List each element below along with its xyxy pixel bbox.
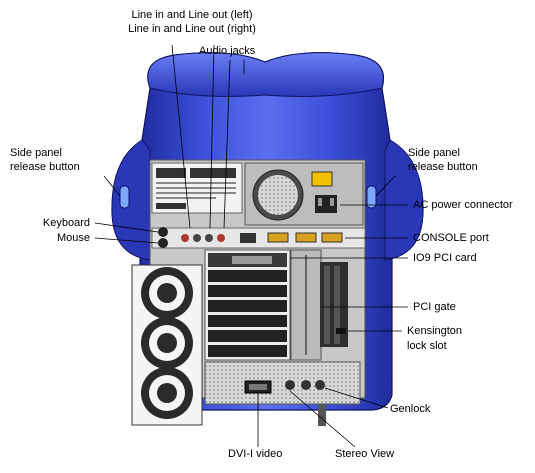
- genlock-connector-2: [315, 380, 325, 390]
- label-io9-card: IO9 PCI card: [413, 252, 477, 264]
- bottom-vent-plate: [204, 361, 361, 405]
- fan-3: [141, 367, 193, 419]
- label-side-panel-left-line1: Side panel: [10, 147, 62, 159]
- left-side-ear: [111, 139, 151, 261]
- audio-jack-3: [205, 234, 213, 242]
- foot: [318, 404, 326, 426]
- fan-2: [141, 317, 193, 369]
- label-ac-power: AC power connector: [413, 199, 513, 211]
- right-release-button: [366, 185, 377, 209]
- label-mouse: Mouse: [56, 232, 90, 244]
- label-kensington-line1: Kensington: [407, 325, 463, 337]
- console-port-connector: [267, 232, 289, 243]
- label-kensington-line2: lock slot: [407, 340, 447, 352]
- label-audio-jacks: Audio jacks: [199, 45, 256, 57]
- label-keyboard: Keyboard: [42, 217, 90, 229]
- label-console-port: CONSOLE port: [413, 232, 489, 244]
- chassis-top: [147, 52, 384, 97]
- audio-jack-1: [181, 234, 189, 242]
- label-side-panel-right-line1: Side panel: [408, 147, 460, 159]
- audio-jack-2: [193, 234, 201, 242]
- label-line-io-right: Line in and Line out (right): [128, 23, 256, 35]
- stereo-view-connector: [285, 380, 295, 390]
- leader-lines: [94, 44, 408, 448]
- label-dvi-video: DVI-I video: [228, 448, 283, 460]
- left-release-button: [119, 185, 130, 209]
- label-stereo-view: Stereo View: [335, 448, 395, 460]
- fan-1: [141, 267, 193, 319]
- psu-warning-label: [311, 171, 333, 187]
- label-side-panel-left-line2: release button: [10, 161, 80, 173]
- mouse-port: [158, 238, 168, 248]
- audio-jack-4: [217, 234, 225, 242]
- label-genlock: Genlock: [390, 403, 431, 415]
- kensington-slot: [336, 328, 346, 334]
- keyboard-port: [158, 227, 168, 237]
- label-side-panel-right-line2: release button: [408, 161, 478, 173]
- genlock-connector-1: [301, 380, 311, 390]
- label-pci-gate: PCI gate: [413, 301, 456, 313]
- label-line-io-left: Line in and Line out (left): [131, 9, 253, 21]
